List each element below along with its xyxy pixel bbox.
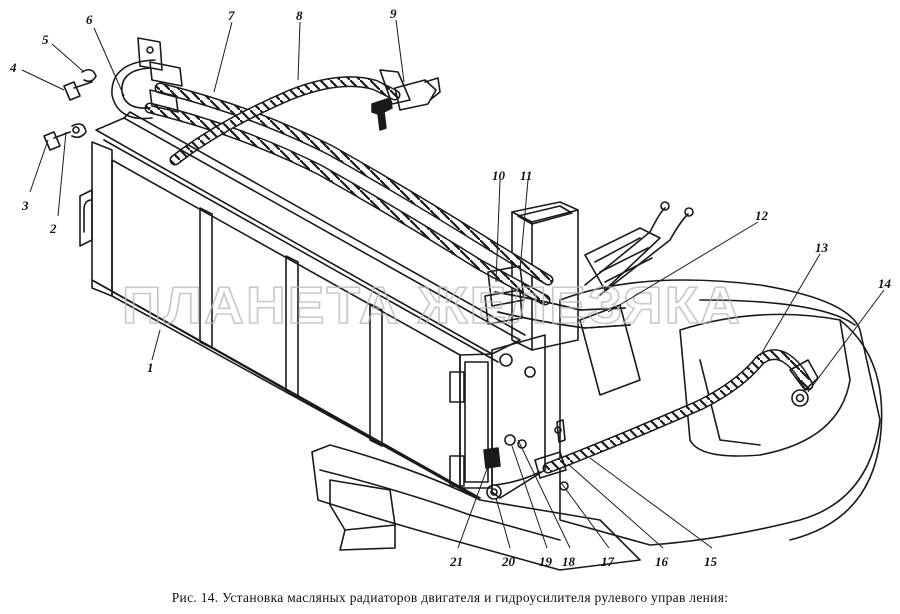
callout-18: 18 [562, 554, 576, 569]
callout-11: 11 [520, 168, 532, 183]
callout-numbers: 1 2 3 4 5 6 7 8 9 10 11 12 13 14 15 16 1… [9, 6, 892, 569]
callout-5: 5 [42, 32, 49, 47]
leader-lines [21, 19, 885, 549]
callout-12: 12 [755, 208, 769, 223]
callout-2: 2 [49, 221, 57, 236]
callout-19: 19 [539, 554, 553, 569]
figure-caption: Рис. 14. Установка масляных радиаторов д… [171, 590, 729, 605]
callout-21: 21 [449, 554, 463, 569]
power-steering-hose [494, 349, 819, 491]
vehicle-frame [311, 201, 883, 571]
callout-7: 7 [228, 8, 235, 23]
callout-17: 17 [601, 554, 615, 569]
watermark-text: ПЛАНЕТА ЖЕЛЕЗЯКА [122, 277, 742, 335]
callout-20: 20 [501, 554, 516, 569]
callout-9: 9 [390, 6, 397, 21]
callout-6: 6 [86, 12, 93, 27]
callout-14: 14 [878, 276, 892, 291]
fastener-parts [43, 68, 97, 151]
oil-radiator [79, 111, 546, 500]
callout-16: 16 [655, 554, 669, 569]
callout-8: 8 [296, 8, 303, 23]
radiator-assembly-drawing: ПЛАНЕТА ЖЕЛЕЗЯКА 1 2 3 4 5 6 7 8 9 10 [9, 6, 892, 571]
callout-15: 15 [704, 554, 718, 569]
callout-13: 13 [815, 240, 829, 255]
callout-1: 1 [147, 360, 154, 375]
callout-10: 10 [492, 168, 506, 183]
callout-3: 3 [21, 198, 29, 213]
oil-tubes [111, 37, 694, 329]
callout-4: 4 [9, 60, 17, 75]
